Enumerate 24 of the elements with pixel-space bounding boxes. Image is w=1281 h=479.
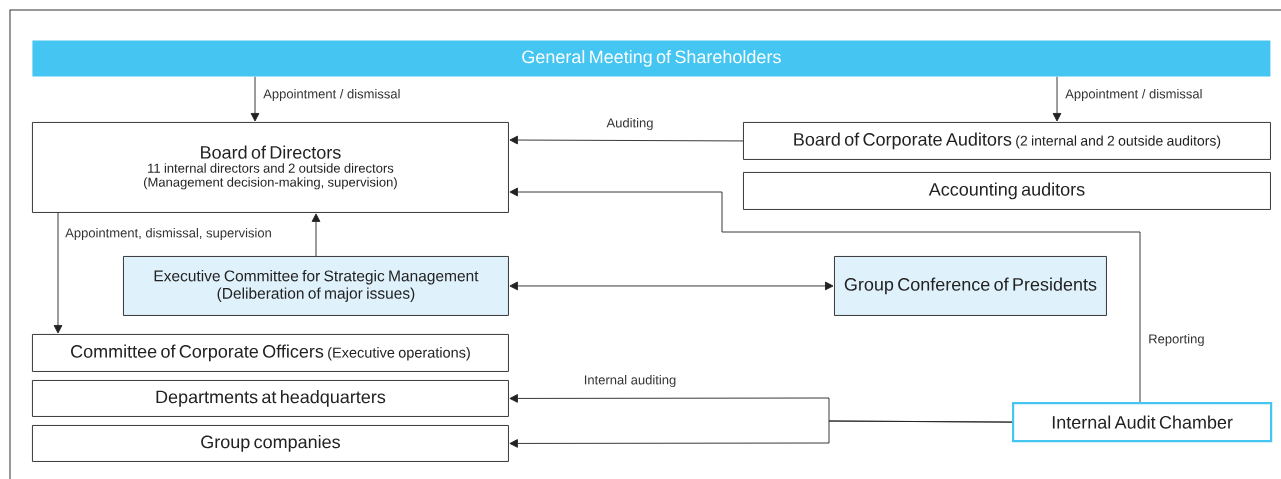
committee-box: Group Conference of Presidents (834, 256, 1107, 316)
edge-label: Auditing (605, 116, 655, 132)
edge-label: Appointment / dismissal (262, 87, 402, 103)
committee-box: Executive Committee for Strategic Management (Deliberation of major issues) (123, 256, 509, 316)
edge-label: Internal auditing (582, 373, 678, 389)
arrow (509, 135, 744, 145)
edge-label: Appointment / dismissal (1064, 87, 1204, 103)
process-box: Internal Audit Chamber (1012, 402, 1273, 443)
edge-label: Reporting (1147, 332, 1206, 348)
edge-label: Appointment, dismissal, supervision (64, 226, 273, 242)
process-box: Departments at headquarters (32, 380, 509, 417)
arrow (250, 76, 260, 122)
process-box: Committee of Corporate Officers (Executive operations) (32, 334, 509, 372)
process-box: Board of Directors 11 internal directors and 2 outside directors (Management decision-making, supervision) (32, 122, 509, 213)
arrow (1052, 76, 1062, 122)
arrow (509, 187, 1141, 403)
process-box: Group companies (32, 425, 509, 462)
header-band: General Meeting of Shareholders (32, 40, 1271, 77)
arrow (509, 281, 834, 291)
process-box: Accounting auditors (743, 172, 1271, 210)
arrow (53, 212, 63, 334)
process-box: Board of Corporate Auditors (2 internal and 2 outside auditors) (743, 122, 1271, 160)
arrow (311, 213, 321, 257)
arrow (509, 420, 1013, 448)
